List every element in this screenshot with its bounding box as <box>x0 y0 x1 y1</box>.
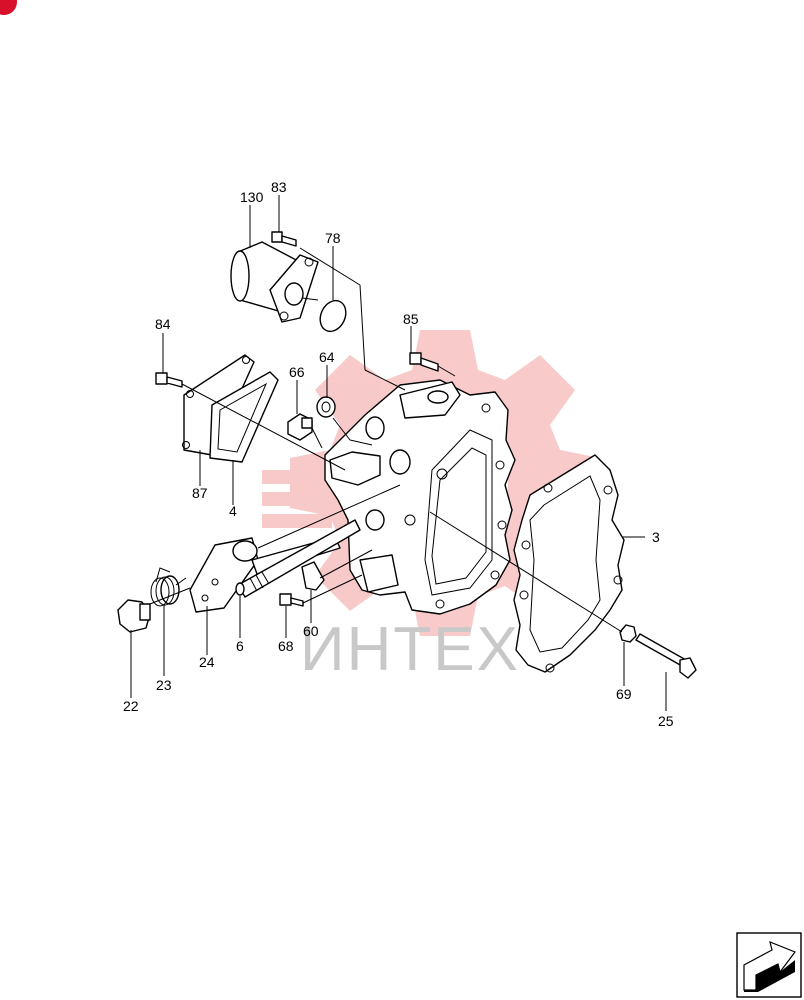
o-ring-78-part <box>319 299 347 333</box>
plug-22-part <box>117 599 151 633</box>
label-69: 69 <box>616 686 632 702</box>
label-84: 84 <box>155 316 171 332</box>
corner-badge <box>0 0 17 15</box>
shaft-6-part <box>235 519 361 598</box>
label-6: 6 <box>236 638 244 654</box>
bolt-85-part <box>409 352 439 372</box>
housing-part <box>324 379 516 615</box>
solenoid-part <box>230 241 319 323</box>
label-130: 130 <box>240 189 264 205</box>
bolt-25-part <box>635 633 697 679</box>
gasket-3-part <box>513 454 625 673</box>
label-25: 25 <box>658 713 674 729</box>
label-78: 78 <box>325 230 341 246</box>
watermark-text: ИНТЕХ <box>300 615 520 684</box>
plug-66-part <box>287 413 313 441</box>
label-68: 68 <box>278 638 294 654</box>
label-64: 64 <box>319 349 335 365</box>
label-23: 23 <box>156 677 172 693</box>
spring-23-part <box>150 567 187 607</box>
leader-lines <box>130 195 667 711</box>
label-4: 4 <box>229 503 237 519</box>
label-83: 83 <box>271 179 287 195</box>
washer-64-part <box>316 396 336 418</box>
bolt-83-part <box>271 231 297 247</box>
assembly-lines <box>149 247 623 633</box>
label-3: 3 <box>652 529 660 545</box>
label-85: 85 <box>403 311 419 327</box>
label-60: 60 <box>303 623 319 639</box>
label-87: 87 <box>192 485 208 501</box>
label-66: 66 <box>289 364 305 380</box>
label-24: 24 <box>199 654 215 670</box>
nut-69-part <box>619 624 637 643</box>
plate-60-part <box>301 561 325 591</box>
label-22: 22 <box>123 698 139 714</box>
part-labels: 130 83 78 84 85 64 66 87 4 3 24 6 68 60 … <box>123 179 674 729</box>
next-page-arrow-icon[interactable] <box>736 932 802 998</box>
bolt-68-part <box>279 593 304 607</box>
bolt-84-part <box>155 372 183 388</box>
